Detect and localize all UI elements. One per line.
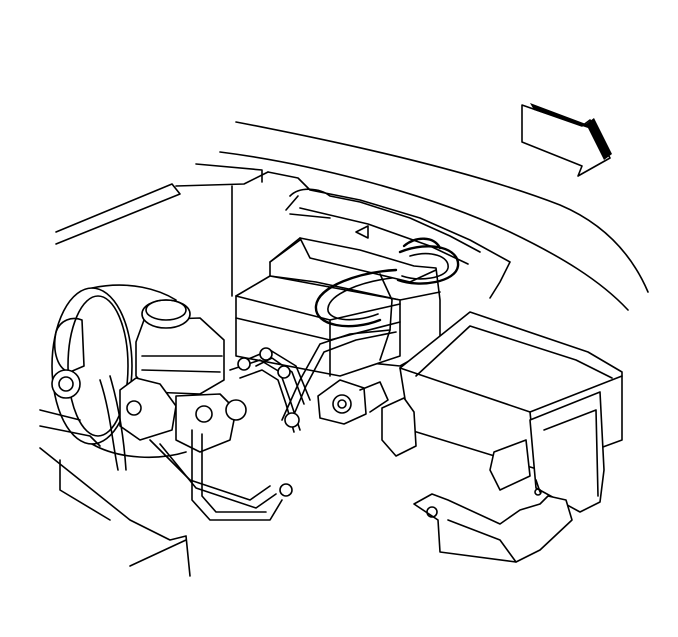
cowl-outline [55,121,649,311]
direction-arrow-icon [521,103,612,177]
mounting-bracket [413,479,573,563]
wiring-harness [281,237,460,425]
abs-module [235,237,441,377]
brake-booster [39,284,187,459]
electrical-center-box [381,311,623,513]
module-mount [317,379,389,425]
fender-edge [39,447,191,577]
cowl-panel [267,171,511,299]
master-cylinder-reservoir [119,299,247,453]
brake-lines [99,347,311,521]
